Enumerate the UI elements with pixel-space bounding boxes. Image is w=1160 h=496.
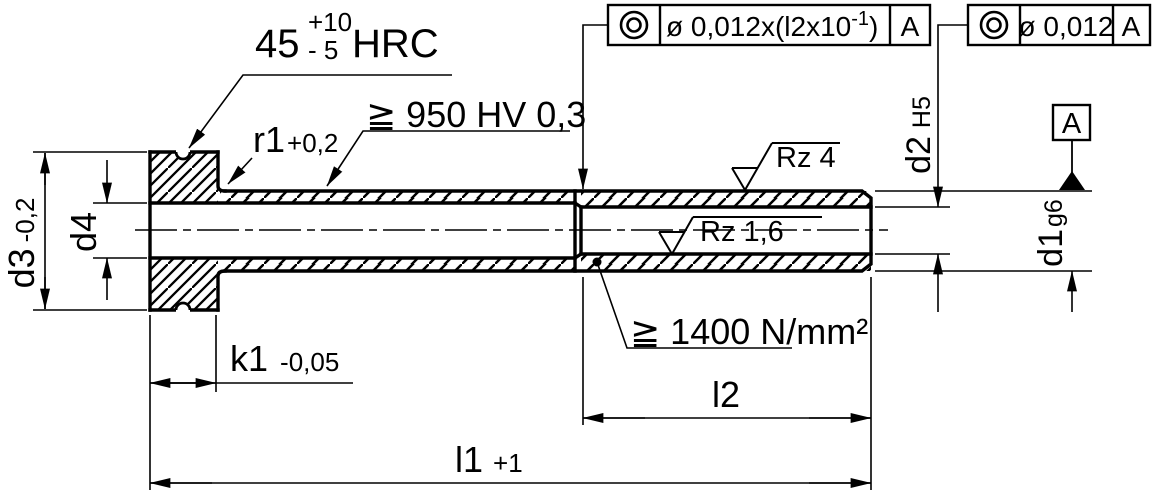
frame-dividers bbox=[1018, 5, 1115, 45]
dimension-d1 bbox=[875, 190, 1092, 312]
tolerance-value: ø 0,012x(l2x10-1) bbox=[666, 8, 878, 42]
outer-circle bbox=[619, 10, 649, 40]
tolerance-frame-1: ø 0,012x(l2x10-1) A bbox=[578, 3, 932, 190]
hatch-shaft-left-bottom-wall bbox=[220, 259, 575, 271]
section-hatching bbox=[150, 152, 871, 310]
head-bottom-notch bbox=[174, 301, 192, 311]
inner-circle bbox=[626, 17, 642, 33]
d1-label: d1g6 bbox=[1032, 199, 1070, 267]
radius-note: r1+0,2 bbox=[227, 119, 338, 185]
leader bbox=[188, 74, 452, 149]
leader bbox=[596, 261, 792, 349]
dimension-d3 bbox=[33, 151, 147, 311]
hatch-shaft-left-top-wall bbox=[220, 191, 575, 203]
head-right-face-top bbox=[216, 150, 227, 193]
head-right-face-bottom bbox=[216, 269, 227, 312]
tolerance-frame-2: ø 0,012 A bbox=[966, 3, 1152, 47]
hatch-head-bottom bbox=[150, 258, 218, 310]
concentricity-icon bbox=[979, 10, 1009, 40]
frame-box bbox=[606, 3, 932, 47]
hatch-shaft-right-bottom-wall bbox=[581, 254, 871, 271]
part-outline bbox=[148, 150, 873, 312]
hardness-tol-plus: +10 bbox=[308, 7, 352, 37]
dimension-l2 bbox=[582, 277, 872, 490]
datum-triangle-icon bbox=[1059, 171, 1085, 190]
head-notches bbox=[174, 150, 192, 312]
surface-hardness-text: ≧ 950 HV 0,3 bbox=[366, 94, 586, 135]
hatch-head-top bbox=[150, 152, 218, 203]
surface-finish-icon bbox=[658, 216, 822, 255]
dimension-line-with-arrow bbox=[933, 24, 968, 208]
outer-circle bbox=[979, 10, 1009, 40]
dimension-d4 bbox=[93, 160, 147, 300]
head-hardness-note: 45 +10 - 5 HRC bbox=[188, 7, 452, 149]
shaft-outer-surface bbox=[223, 189, 873, 273]
dimension-k1 bbox=[149, 315, 353, 392]
hardness-unit: HRC bbox=[352, 22, 439, 66]
surface-finish-icon bbox=[731, 142, 840, 191]
leader bbox=[578, 24, 608, 190]
inner-circle bbox=[986, 17, 1002, 33]
roughness-value: Rz 4 bbox=[776, 142, 836, 174]
hardness-value: 45 bbox=[255, 22, 300, 66]
datum-reference: A bbox=[1122, 11, 1141, 42]
datum-feature-a: A bbox=[1051, 103, 1092, 190]
core-strength-note: ≧ 1400 N/mm² bbox=[592, 257, 868, 352]
leader bbox=[326, 130, 570, 187]
frame-dividers bbox=[658, 5, 892, 45]
concentricity-icon bbox=[619, 10, 649, 40]
radius-label: r1+0,2 bbox=[253, 119, 338, 160]
d3-label: d3-0,2 bbox=[1, 198, 42, 289]
hatch-shaft-right-top-wall bbox=[581, 191, 871, 207]
datum-letter: A bbox=[1062, 108, 1082, 140]
surface-hardness-note: ≧ 950 HV 0,3 bbox=[326, 94, 586, 187]
datum-reference: A bbox=[901, 11, 920, 42]
bore-step-chamfer bbox=[572, 200, 584, 261]
tolerance-value: ø 0,012 bbox=[1019, 11, 1114, 42]
dimension-l1 bbox=[149, 315, 872, 490]
roughness-value: Rz 1,6 bbox=[700, 216, 784, 248]
surface-finish-outer: Rz 4 bbox=[731, 142, 840, 191]
dimension-d2 bbox=[875, 24, 968, 312]
hardness-tol-minus: - 5 bbox=[308, 35, 338, 65]
leader bbox=[227, 157, 253, 185]
surface-finish-bore: Rz 1,6 bbox=[658, 216, 822, 255]
d2-label: d2H5 bbox=[900, 96, 938, 174]
l1-label: l1+1 bbox=[455, 439, 523, 480]
k1-label: k1-0,05 bbox=[230, 338, 339, 379]
d4-label: d4 bbox=[63, 212, 104, 252]
core-strength-text: ≧ 1400 N/mm² bbox=[630, 311, 868, 352]
l2-label: l2 bbox=[712, 374, 740, 415]
head-top-notch bbox=[174, 151, 192, 161]
